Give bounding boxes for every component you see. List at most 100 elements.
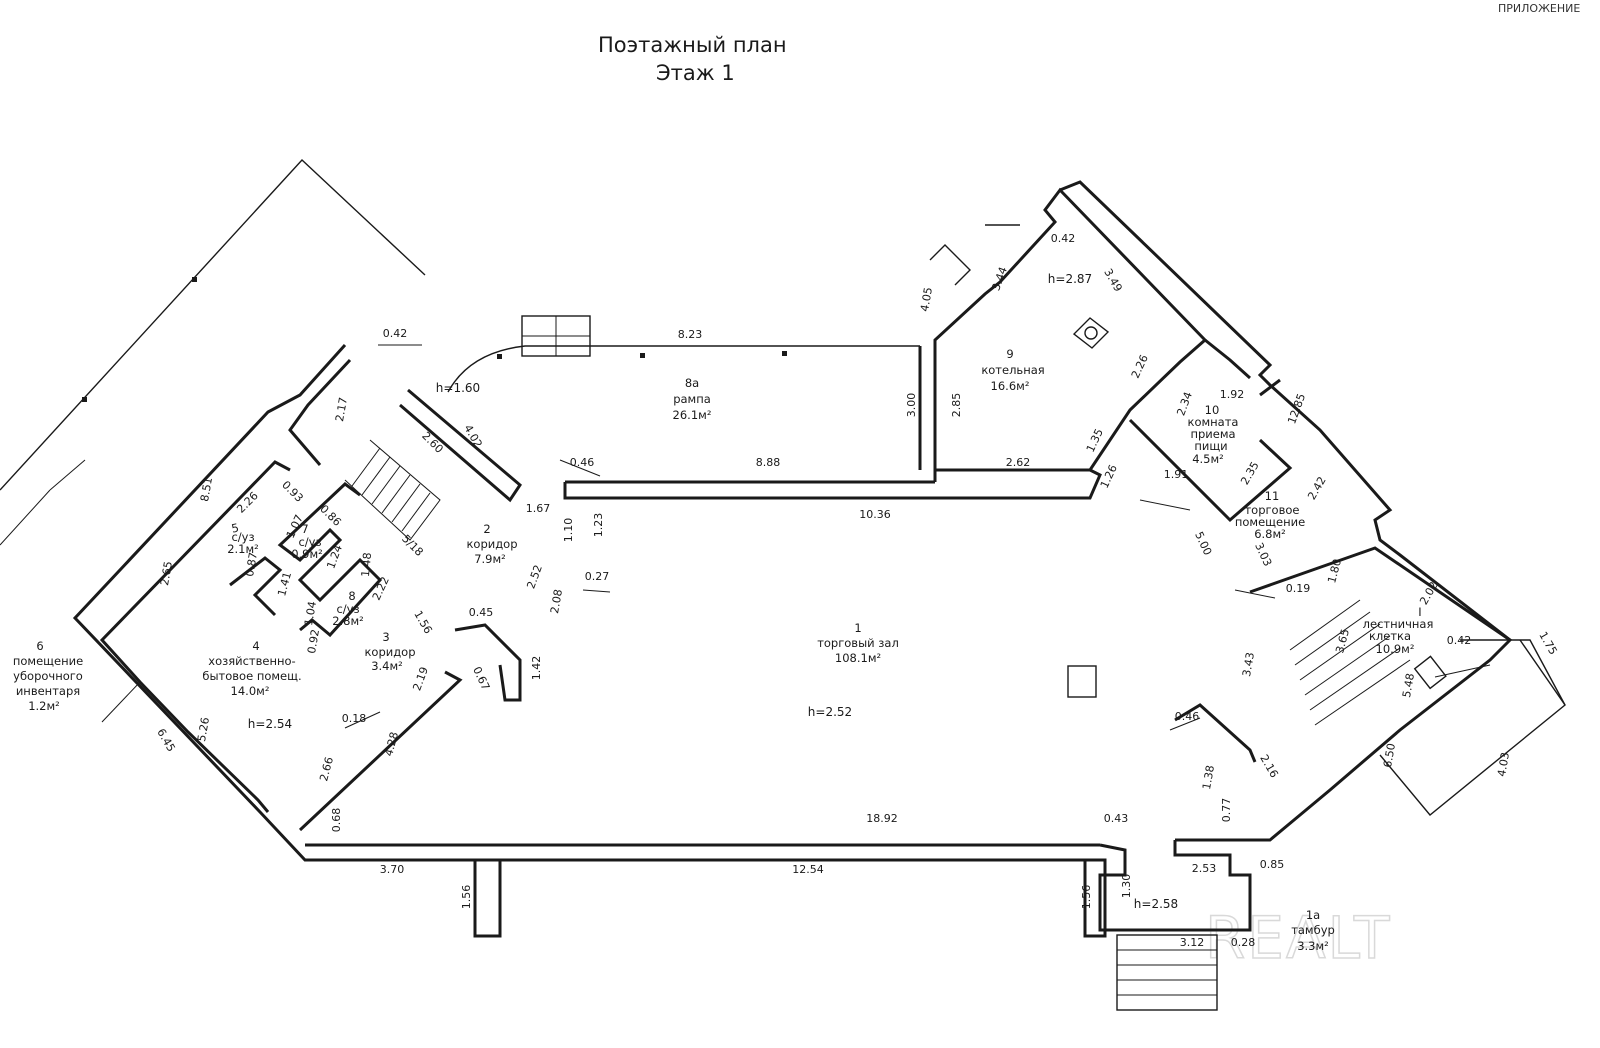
dim-r11-242: 2.42 — [1305, 474, 1329, 502]
dim-w-217: 2.17 — [333, 396, 350, 422]
room-4-height: h=2.54 — [248, 717, 292, 731]
room-2-number: 2 — [483, 522, 490, 536]
annex-post-1 — [192, 277, 197, 282]
dim-r10-234: 2.34 — [1174, 390, 1195, 417]
room-10-area: 4.5м² — [1192, 452, 1224, 466]
dim-r8-104: 1.04 — [302, 600, 319, 626]
dim-vest-043: 0.43 — [1104, 812, 1129, 825]
stair-label: 5/18 — [399, 532, 426, 559]
dim-st-175: 1.75 — [1536, 629, 1560, 657]
dimension-labels: 8.23 8.88 0.46 3.00 2.85 4.05 3.44 0.42 … — [154, 232, 1560, 949]
room-9-number: 9 — [1006, 347, 1013, 361]
dim-ramp-046: 0.46 — [570, 456, 595, 469]
right-pier — [1083, 858, 1107, 938]
ramp-post-3 — [782, 351, 787, 356]
room-1a-number: 1а — [1306, 908, 1320, 922]
vestibule-wall — [1098, 840, 1252, 932]
room-11-wall — [1128, 418, 1293, 523]
dim-c-167: 1.67 — [526, 502, 551, 515]
dim-c-068: 0.68 — [330, 808, 343, 833]
dim-c-645: 6.45 — [154, 726, 178, 754]
dim-r5-265: 2.65 — [158, 560, 175, 586]
ramp-post-2 — [640, 353, 645, 358]
entry-steps — [1116, 934, 1218, 1011]
room-8a-name: рампа — [673, 392, 711, 406]
room-8-name: с/уз — [336, 602, 359, 616]
room-1-number: 1 — [854, 621, 861, 635]
room-2-name: коридор — [466, 537, 517, 551]
dim-r11-500: 5.00 — [1192, 530, 1214, 558]
dim-c-208: 2.08 — [548, 588, 565, 614]
left-pier — [473, 858, 502, 938]
porch-outline — [1379, 639, 1566, 816]
dim-main-bottom: 18.92 — [866, 812, 898, 825]
dim-r8-148: 1.48 — [359, 552, 374, 578]
dim-vest-312: 3.12 — [1180, 936, 1205, 949]
room-3-number: 3 — [382, 630, 389, 644]
dim-w-851: 8.51 — [198, 476, 215, 502]
room-11-name-1: торговое — [1244, 503, 1299, 517]
room-1a-area: 3.3м² — [1297, 939, 1329, 953]
left-wing-wall-top — [288, 358, 352, 466]
annex-line — [0, 489, 51, 546]
dim-st-138: 1.38 — [1200, 764, 1217, 790]
dim-c-018: 0.18 — [342, 712, 367, 725]
room-1-area: 108.1м² — [835, 651, 881, 665]
dim-r7-086: 0.86 — [317, 502, 344, 529]
floor-title: Этаж 1 — [656, 61, 735, 85]
dim-r4-141: 1.41 — [275, 571, 294, 598]
dim-boiler-344: 3.44 — [989, 265, 1010, 292]
dim-w-260: 2.60 — [419, 429, 446, 456]
room-6-name-3: инвентаря — [16, 684, 80, 698]
room-6-name-2: уборочного — [13, 669, 83, 683]
room-8a-height: h=1.60 — [436, 381, 480, 395]
room-11-area: 6.8м² — [1254, 527, 1286, 541]
room-6-area: 1.2м² — [28, 699, 60, 713]
dim-ramp-bottom: 8.88 — [756, 456, 781, 469]
dim-st-077: 0.77 — [1220, 798, 1233, 823]
room-7-number: 7 — [301, 522, 308, 536]
room-I-number: I — [1418, 605, 1421, 619]
dim-boiler-405: 4.05 — [918, 286, 935, 312]
room-10-number: 10 — [1205, 403, 1220, 417]
dim-w-042: 0.42 — [383, 327, 408, 340]
dim-st-650: 6.50 — [1381, 742, 1398, 768]
dim-facade-370: 3.70 — [380, 863, 405, 876]
staircase-wall — [1175, 546, 1513, 842]
room-5-name: с/уз — [231, 530, 254, 544]
dim-st-403: 4.03 — [1495, 751, 1512, 777]
dim-r11-019: 0.19 — [1286, 582, 1311, 595]
room-7-name: с/уз — [298, 535, 321, 549]
staircase-lower-wall — [1174, 703, 1257, 763]
room-4-area: 14.0м² — [231, 684, 270, 698]
room-10-11-divider — [1259, 378, 1281, 397]
walls — [72, 180, 1513, 938]
porch-top — [1460, 639, 1566, 706]
leader-lines — [101, 344, 1491, 731]
realt-watermark: REALT — [1205, 904, 1391, 972]
dim-st-046: 0.46 — [1175, 710, 1200, 723]
room-10-name-3: пищи — [1194, 439, 1227, 453]
room-8-area: 2.8м² — [332, 614, 364, 628]
dim-st-216: 2.16 — [1257, 752, 1281, 780]
room-8a-number: 8а — [685, 376, 699, 390]
hall-top-wall — [563, 468, 1102, 500]
annex-post-2 — [82, 397, 87, 402]
dim-c-252: 2.52 — [524, 563, 545, 590]
room-9-height: h=2.87 — [1048, 272, 1092, 286]
plan-title: Поэтажный план — [598, 33, 787, 57]
dim-ramp-300: 3.00 — [905, 393, 918, 418]
dim-st-042: 0.42 — [1447, 634, 1472, 647]
dim-c-027: 0.27 — [585, 570, 610, 583]
dim-r7-124: 1.24 — [324, 543, 345, 570]
dim-vest-253: 2.53 — [1192, 862, 1217, 875]
dim-ramp-top: 8.23 — [678, 328, 703, 341]
room-10-wall — [1204, 338, 1252, 380]
dim-boiler-262: 2.62 — [1006, 456, 1031, 469]
corridor-partition — [454, 623, 522, 702]
dim-r8-092: 0.92 — [305, 628, 322, 654]
room-11-number: 11 — [1265, 489, 1280, 503]
boiler-flue — [929, 244, 971, 286]
dim-c-067: 0.67 — [470, 665, 492, 693]
room-1a-height: h=2.58 — [1134, 897, 1178, 911]
